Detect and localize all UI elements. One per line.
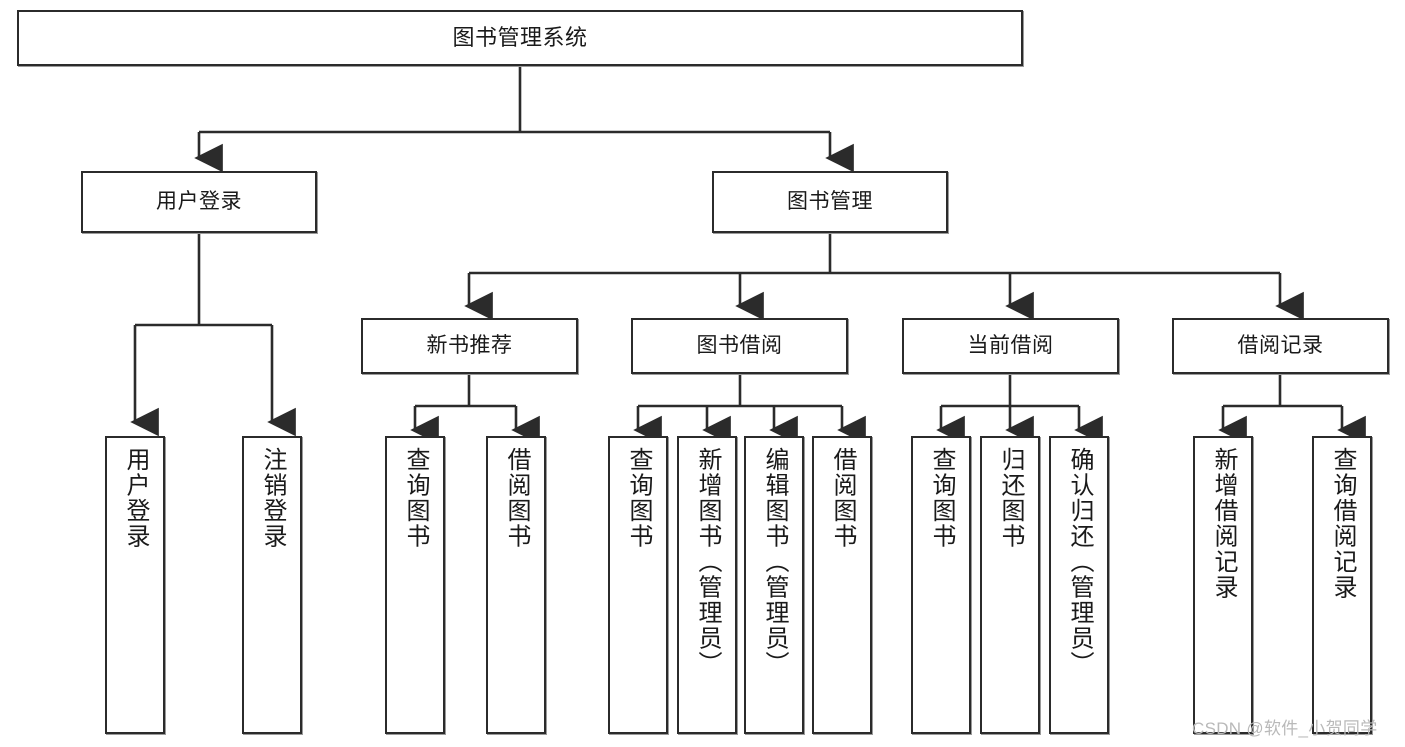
leaf-return-book[interactable]: 归还图书 xyxy=(980,436,1040,734)
leaf-query-record[interactable]: 查询借阅记录 xyxy=(1312,436,1372,734)
node-root-label: 图书管理系统 xyxy=(452,24,588,50)
leaf-borrow-book-2[interactable]: 借阅图书 xyxy=(812,436,872,734)
node-borrow-record[interactable]: 借阅记录 xyxy=(1172,318,1389,374)
leaf-user-login[interactable]: 用户登录 xyxy=(105,436,165,734)
leaf-query-book-1-label: 查询图书 xyxy=(402,447,429,549)
leaf-add-book[interactable]: 新增图书（管理员） xyxy=(677,436,737,734)
node-book-manage[interactable]: 图书管理 xyxy=(712,171,948,233)
leaf-query-book-3[interactable]: 查询图书 xyxy=(911,436,971,734)
node-book-manage-label: 图书管理 xyxy=(787,190,873,214)
node-new-book-recommend[interactable]: 新书推荐 xyxy=(361,318,578,374)
node-book-borrow[interactable]: 图书借阅 xyxy=(631,318,848,374)
leaf-borrow-book-1-label: 借阅图书 xyxy=(503,447,530,549)
leaf-query-book-3-label: 查询图书 xyxy=(928,447,955,549)
node-current-borrow[interactable]: 当前借阅 xyxy=(902,318,1119,374)
leaf-logout-label: 注销登录 xyxy=(259,447,286,549)
leaf-add-record-label: 新增借阅记录 xyxy=(1210,447,1237,600)
leaf-query-record-label: 查询借阅记录 xyxy=(1329,447,1356,600)
leaf-add-record[interactable]: 新增借阅记录 xyxy=(1193,436,1253,734)
leaf-query-book-2-label: 查询图书 xyxy=(625,447,652,549)
leaf-query-book-2[interactable]: 查询图书 xyxy=(608,436,668,734)
leaf-edit-book-label: 编辑图书（管理员） xyxy=(761,447,788,677)
leaf-confirm-return-label: 确认归还（管理员） xyxy=(1066,447,1093,677)
leaf-return-book-label: 归还图书 xyxy=(997,447,1024,549)
node-current-borrow-label: 当前借阅 xyxy=(967,334,1054,358)
leaf-query-book-1[interactable]: 查询图书 xyxy=(385,436,445,734)
leaf-add-book-label: 新增图书（管理员） xyxy=(694,447,721,677)
node-user-login-label: 用户登录 xyxy=(156,190,242,214)
leaf-logout[interactable]: 注销登录 xyxy=(242,436,302,734)
leaf-borrow-book-2-label: 借阅图书 xyxy=(829,447,856,549)
leaf-borrow-book-1[interactable]: 借阅图书 xyxy=(486,436,546,734)
leaf-confirm-return[interactable]: 确认归还（管理员） xyxy=(1049,436,1109,734)
node-user-login[interactable]: 用户登录 xyxy=(81,171,317,233)
csdn-watermark: CSDN @软件_小贺同学 xyxy=(1192,719,1378,738)
node-new-book-recommend-label: 新书推荐 xyxy=(426,334,513,358)
leaf-edit-book[interactable]: 编辑图书（管理员） xyxy=(744,436,804,734)
leaf-user-login-label: 用户登录 xyxy=(122,447,149,549)
node-book-borrow-label: 图书借阅 xyxy=(696,334,783,358)
node-borrow-record-label: 借阅记录 xyxy=(1237,334,1324,358)
node-root[interactable]: 图书管理系统 xyxy=(17,10,1023,66)
